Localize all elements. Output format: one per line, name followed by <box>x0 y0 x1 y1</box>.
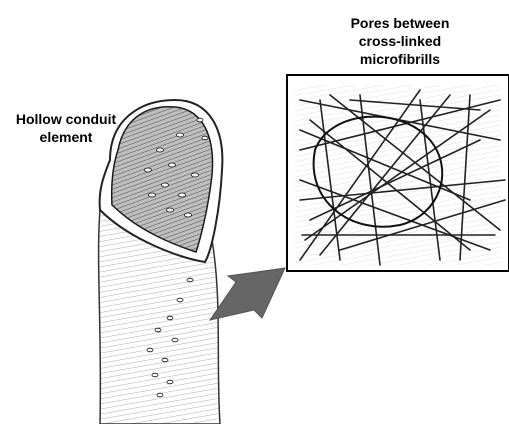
conduit-label: Hollow conduit element <box>6 110 126 146</box>
pores-label-line-3: microfibrills <box>300 50 500 68</box>
pointer-arrow <box>210 268 285 320</box>
pores-label-line-1: Pores between <box>300 14 500 32</box>
pores-label: Pores between cross-linked microfibrills <box>300 14 500 68</box>
conduit-label-line-1: Hollow conduit <box>6 110 126 128</box>
hollow-conduit <box>99 100 223 424</box>
magnified-inset <box>287 75 509 271</box>
conduit-label-line-2: element <box>6 128 126 146</box>
pores-label-line-2: cross-linked <box>300 32 500 50</box>
